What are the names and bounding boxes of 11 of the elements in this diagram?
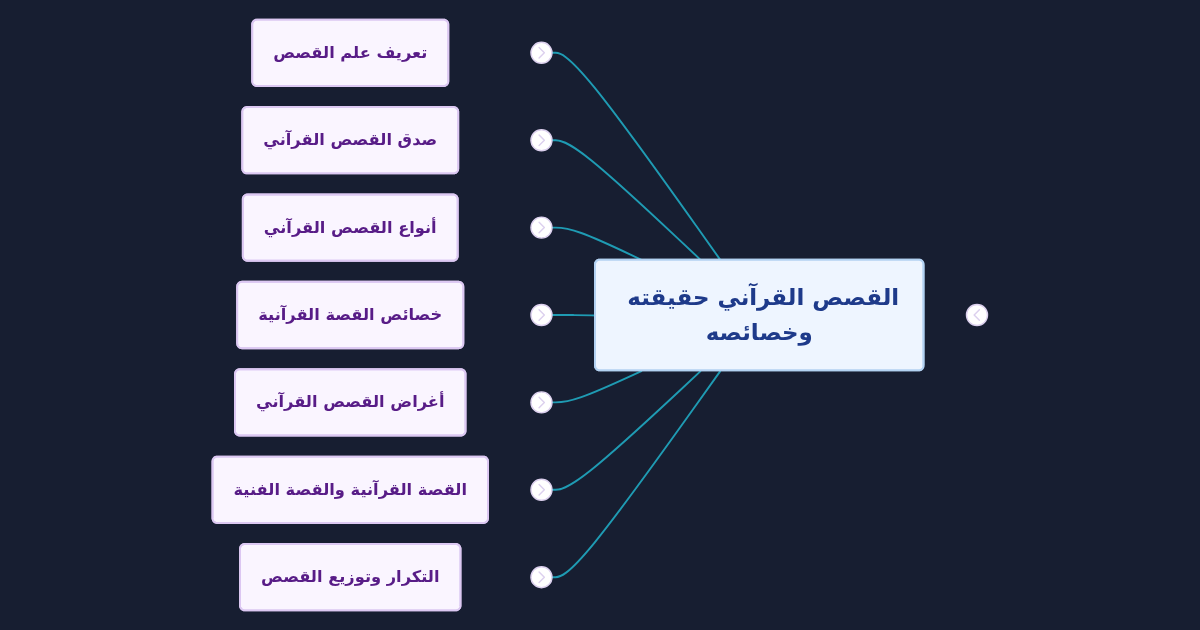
node-circle xyxy=(530,41,553,65)
connector xyxy=(551,369,722,579)
node-circle xyxy=(530,391,553,414)
connector xyxy=(551,369,702,491)
node-circle xyxy=(530,303,553,327)
node-circle xyxy=(530,129,553,152)
node-circle xyxy=(530,565,553,589)
node-circle xyxy=(530,216,553,239)
node-circle xyxy=(965,303,989,327)
node-circle xyxy=(530,478,553,501)
connector xyxy=(551,369,643,404)
